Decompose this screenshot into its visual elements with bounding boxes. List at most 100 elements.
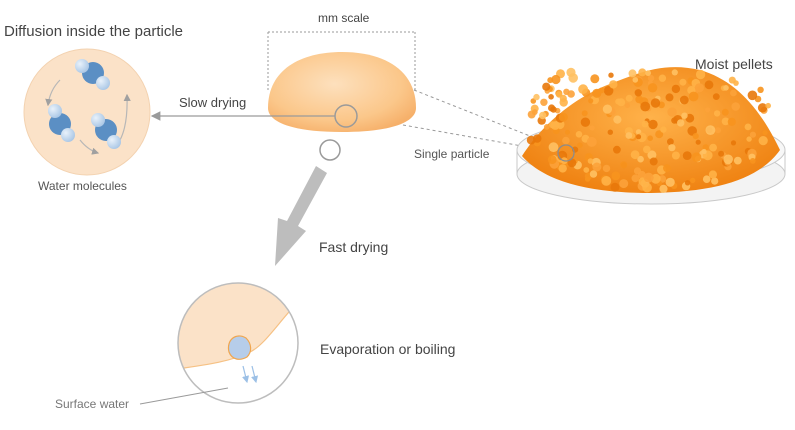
pellet: [745, 124, 752, 131]
pellet: [667, 107, 676, 116]
pellet: [659, 185, 667, 193]
pellet: [714, 110, 720, 116]
pellet: [577, 142, 583, 148]
pellet: [559, 113, 568, 122]
pellet: [713, 93, 720, 100]
pellet: [589, 125, 594, 130]
water-molecules-label: Water molecules: [38, 180, 127, 192]
pellet: [667, 138, 674, 145]
pellet: [711, 178, 718, 185]
pellet: [683, 151, 692, 160]
pellet: [585, 176, 590, 181]
pellet: [723, 155, 733, 165]
pellet: [715, 127, 721, 133]
pellet: [548, 94, 554, 100]
pellet: [562, 137, 570, 145]
pellet: [645, 70, 651, 76]
pellet: [533, 94, 539, 100]
pellet: [592, 89, 601, 98]
pellet: [642, 121, 649, 128]
pellet: [626, 95, 633, 102]
pellet: [648, 83, 657, 92]
pellet: [549, 142, 559, 152]
pellet: [681, 113, 687, 119]
pellet: [539, 112, 546, 119]
evaporation-circle: [170, 280, 300, 403]
pellet: [638, 68, 646, 76]
pellet: [722, 109, 729, 116]
pellet: [601, 176, 611, 186]
pellet: [540, 99, 547, 106]
pellet: [617, 98, 625, 106]
pellet: [636, 134, 641, 139]
pellet: [709, 144, 717, 152]
pellet: [728, 118, 736, 126]
single-particle-label: Single particle: [414, 148, 489, 160]
petri-dish: [517, 67, 785, 204]
pellet: [750, 132, 756, 138]
pellet: [592, 163, 601, 172]
pellet: [729, 77, 736, 84]
pellet: [685, 180, 690, 185]
pellet: [757, 87, 763, 93]
diffusion-circle: [24, 49, 150, 175]
pellet: [643, 146, 651, 154]
pellet: [663, 164, 671, 172]
pellet: [603, 165, 610, 172]
pellet: [556, 91, 563, 98]
pellet: [633, 77, 639, 83]
pellet: [542, 83, 550, 91]
pellet: [693, 133, 699, 139]
pellet: [588, 158, 594, 164]
pellet: [702, 149, 707, 154]
pellet: [660, 126, 666, 132]
pellet: [706, 125, 716, 135]
pellet: [759, 136, 768, 145]
scale-label: mm scale: [318, 12, 369, 24]
pellet: [644, 173, 654, 183]
single-particle: [268, 52, 416, 160]
pellet: [672, 69, 678, 75]
slow-drying-label: Slow drying: [179, 96, 246, 109]
pellet: [527, 136, 536, 145]
pellet: [734, 157, 742, 165]
pellet: [648, 120, 657, 129]
pellet: [705, 80, 714, 89]
evaporation-label: Evaporation or boiling: [320, 342, 455, 356]
pellet: [672, 152, 680, 160]
pellet: [635, 89, 642, 96]
pellet: [581, 118, 590, 127]
pellet: [565, 130, 570, 135]
pellet: [631, 150, 640, 159]
pellet: [680, 96, 689, 105]
pellet: [613, 146, 621, 154]
pellet: [692, 152, 702, 162]
pellet: [588, 98, 593, 103]
pellet: [689, 92, 699, 102]
pellet: [625, 103, 630, 108]
pellet: [544, 124, 550, 130]
pellet: [608, 73, 613, 78]
pellet: [609, 80, 617, 88]
pellet: [611, 172, 620, 181]
surface-water-label: Surface water: [55, 398, 129, 410]
pellet: [590, 74, 599, 83]
pellet: [696, 140, 701, 145]
pellet: [613, 116, 621, 124]
pellet: [548, 155, 557, 164]
pellet: [668, 144, 675, 151]
pellet: [765, 103, 771, 109]
pellet: [576, 131, 583, 138]
pellet: [583, 167, 589, 173]
pellet: [695, 83, 704, 92]
pellet: [750, 158, 756, 164]
moist-pellets-label: Moist pellets: [695, 57, 773, 71]
pellet: [718, 151, 724, 157]
diffusion-title: Diffusion inside the particle: [4, 24, 183, 39]
pellet: [629, 69, 637, 77]
pellet: [647, 135, 653, 141]
pellet: [731, 140, 736, 145]
pellet: [666, 178, 675, 187]
pellet: [632, 174, 640, 182]
pellet: [582, 110, 588, 116]
